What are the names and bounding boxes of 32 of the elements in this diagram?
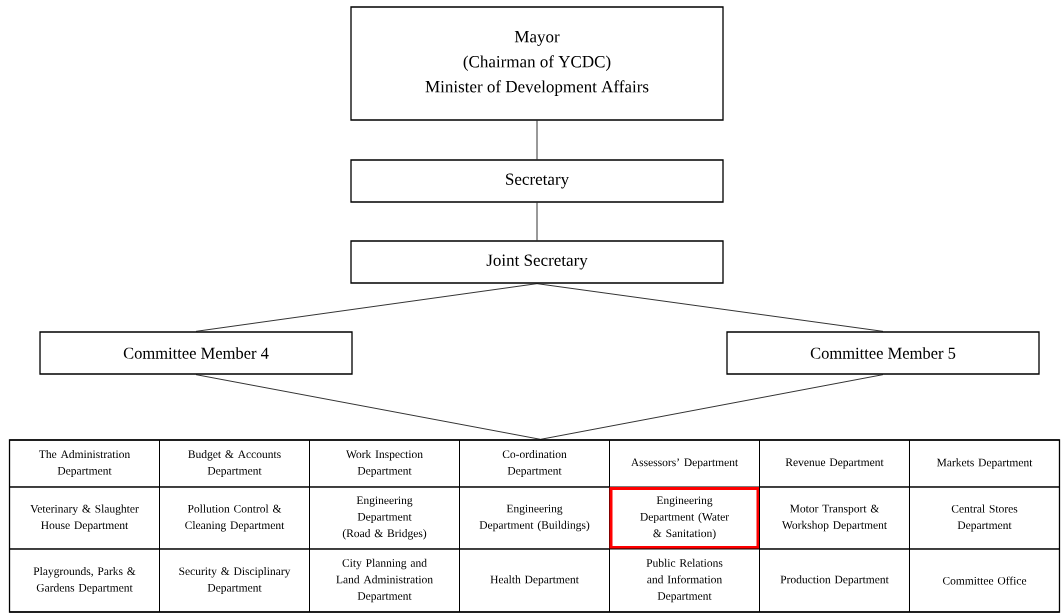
position-box: Mayor (Chairman of YCDC) Minister of Development Affairs xyxy=(350,6,724,121)
department-cell: City Planning and Land Administration Department xyxy=(309,548,460,613)
position-box: Committee Member 5 xyxy=(726,331,1040,375)
department-cell: Markets Department xyxy=(909,439,1060,488)
connector-line xyxy=(536,202,538,241)
department-cell: Committee Office xyxy=(909,548,1060,613)
department-cell: Production Department xyxy=(759,548,910,613)
connector-line xyxy=(195,374,541,440)
department-cell: Public Relations and Information Department xyxy=(609,548,760,613)
connector-line xyxy=(195,283,538,332)
department-cell: Central Stores Department xyxy=(909,486,1060,550)
position-box: Committee Member 4 xyxy=(39,331,353,375)
department-cell: Health Department xyxy=(459,548,610,613)
department-cell: Motor Transport & Workshop Department xyxy=(759,486,910,550)
department-cell: Security & Disciplinary Department xyxy=(159,548,310,613)
department-cell: Playgrounds, Parks & Gardens Department xyxy=(9,548,160,613)
connector-line xyxy=(536,283,884,332)
department-cell: Engineering Department (Road & Bridges) xyxy=(309,486,460,550)
department-cell: Budget & Accounts Department xyxy=(159,439,310,488)
department-cell: Co-ordination Department xyxy=(459,439,610,488)
position-box: Secretary xyxy=(350,159,724,203)
department-cell: Engineering Department (Buildings) xyxy=(459,486,610,550)
department-cell: Work Inspection Department xyxy=(309,439,460,488)
connector-line xyxy=(540,374,884,440)
department-cell: Engineering Department (Water & Sanitation) xyxy=(609,487,760,549)
department-cell: Revenue Department xyxy=(759,439,910,488)
department-cell: The Administration Department xyxy=(9,439,160,488)
department-cell: Assessors’ Department xyxy=(609,439,760,488)
connector-line xyxy=(536,120,538,160)
department-cell: Veterinary & Slaughter House Department xyxy=(9,486,160,550)
position-box: Joint Secretary xyxy=(350,240,724,284)
department-cell: Pollution Control & Cleaning Department xyxy=(159,486,310,550)
